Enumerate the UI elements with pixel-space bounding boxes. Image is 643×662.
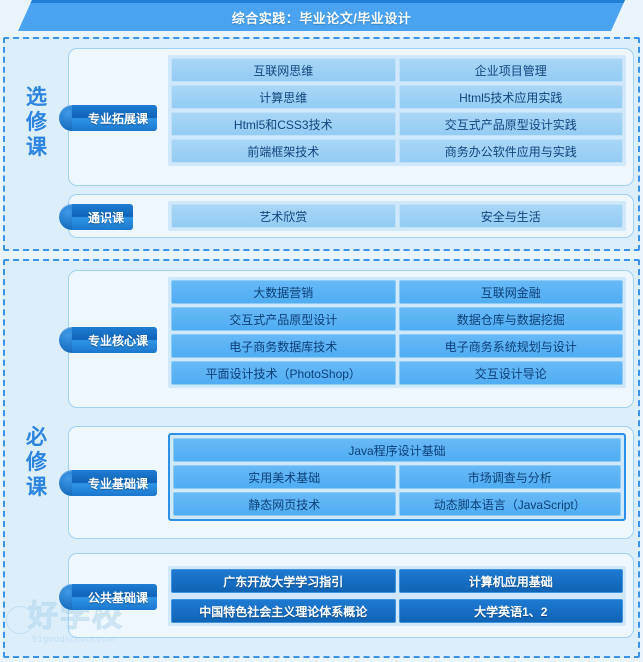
course-cell[interactable]: Html5和CSS3技术 [171,112,396,136]
course-cell[interactable]: 互联网思维 [171,58,396,82]
section-required: 必修课 专业核心课 大数据营销 互联网金融 交互式产品原型设计 数据仓库与数据挖… [3,259,640,658]
course-cell[interactable]: 静态网页技术 [173,492,396,516]
course-cell[interactable]: Html5技术应用实践 [398,85,623,109]
banner-title: 综合实践：毕业论文/毕业设计 [231,10,412,26]
course-cell[interactable]: 平面设计技术（PhotoShop） [171,361,396,385]
course-cell[interactable]: Java程序设计基础 [173,438,621,462]
course-row: 中国特色社会主义理论体系概论 大学英语1、2 [171,599,623,623]
course-cell[interactable]: 计算思维 [171,85,396,109]
course-row: Java程序设计基础 [173,438,621,462]
course-row: 互联网思维 企业项目管理 [171,58,623,82]
course-cell[interactable]: 交互式产品原型设计实践 [398,112,623,136]
course-cell[interactable]: 前端框架技术 [171,139,396,163]
pill-professional-core-label: 专业核心课 [72,327,158,353]
course-row: 实用美术基础 市场调查与分析 [173,465,621,489]
course-cell[interactable]: 电子商务系统规划与设计 [398,334,623,358]
course-cell[interactable]: 交互设计导论 [398,361,623,385]
pill-professional-foundation[interactable]: 专业基础课 [59,470,158,496]
course-cell[interactable]: 大数据营销 [171,280,396,304]
banner-shape: 综合实践：毕业论文/毕业设计 [18,0,625,31]
pill-professional-core[interactable]: 专业核心课 [59,327,158,353]
course-cell[interactable]: 电子商务数据库技术 [171,334,396,358]
pill-professional-expansion[interactable]: 专业拓展课 [59,105,158,131]
course-row: 前端框架技术 商务办公软件应用与实践 [171,139,623,163]
course-row: 计算思维 Html5技术应用实践 [171,85,623,109]
course-cell[interactable]: 安全与生活 [398,204,623,228]
pill-general-education[interactable]: 通识课 [59,204,134,230]
course-cell[interactable]: 动态脚本语言（JavaScript） [398,492,621,516]
group-public-foundation: 公共基础课 广东开放大学学习指引 计算机应用基础 中国特色社会主义理论体系概论 … [59,553,634,638]
pill-public-foundation[interactable]: 公共基础课 [59,584,158,610]
course-row: 电子商务数据库技术 电子商务系统规划与设计 [171,334,623,358]
pill-general-education-label: 通识课 [72,204,134,230]
course-cell[interactable]: 市场调查与分析 [398,465,621,489]
course-row: 艺术欣赏 安全与生活 [171,204,623,228]
course-cell[interactable]: 交互式产品原型设计 [171,307,396,331]
course-row: 静态网页技术 动态脚本语言（JavaScript） [173,492,621,516]
course-cell[interactable]: 大学英语1、2 [398,599,623,623]
course-cell[interactable]: 企业项目管理 [398,58,623,82]
course-row: 交互式产品原型设计 数据仓库与数据挖掘 [171,307,623,331]
group-professional-foundation: 专业基础课 Java程序设计基础 实用美术基础 市场调查与分析 静态网页技术 动… [59,426,634,539]
course-cell[interactable]: 数据仓库与数据挖掘 [398,307,623,331]
course-cell[interactable]: 计算机应用基础 [398,569,623,593]
course-row: Html5和CSS3技术 交互式产品原型设计实践 [171,112,623,136]
pill-professional-foundation-label: 专业基础课 [72,470,158,496]
course-cell[interactable]: 广东开放大学学习指引 [171,569,396,593]
section-elective: 选修课 专业拓展课 互联网思维 企业项目管理 计算思维 Html5技术应用实践 … [3,37,640,251]
course-cell[interactable]: 实用美术基础 [173,465,396,489]
course-row: 大数据营销 互联网金融 [171,280,623,304]
course-cell[interactable]: 商务办公软件应用与实践 [398,139,623,163]
comprehensive-practice-banner: 综合实践：毕业论文/毕业设计 [0,0,643,33]
course-cell[interactable]: 中国特色社会主义理论体系概论 [171,599,396,623]
pill-professional-expansion-label: 专业拓展课 [72,105,158,131]
section-elective-label: 选修课 [26,86,48,159]
group-professional-core: 专业核心课 大数据营销 互联网金融 交互式产品原型设计 数据仓库与数据挖掘 电子… [59,270,634,408]
pill-public-foundation-label: 公共基础课 [72,584,158,610]
course-cell[interactable]: 艺术欣赏 [171,204,396,228]
course-row: 广东开放大学学习指引 计算机应用基础 [171,569,623,593]
section-required-label: 必修课 [26,426,48,499]
group-professional-expansion: 专业拓展课 互联网思维 企业项目管理 计算思维 Html5技术应用实践 Html… [59,48,634,186]
course-cell[interactable]: 互联网金融 [398,280,623,304]
group-general-education: 通识课 艺术欣赏 安全与生活 [59,194,634,238]
course-row: 平面设计技术（PhotoShop） 交互设计导论 [171,361,623,385]
